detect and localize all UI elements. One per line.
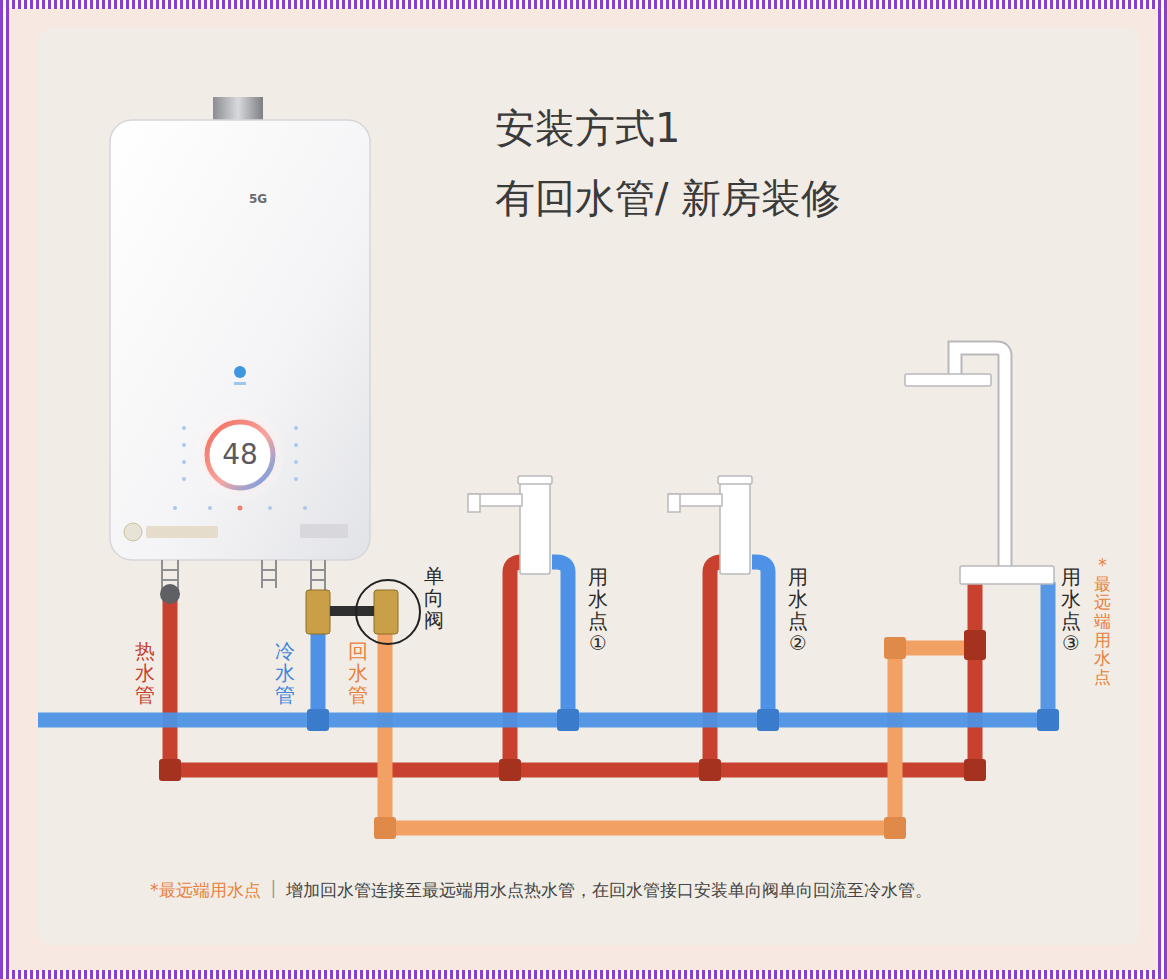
subtitle: 有回水管/ 新房装修: [495, 174, 841, 222]
pipe-label: 回水管: [348, 640, 368, 706]
outlet-label: 用水点①: [588, 566, 608, 654]
title: 安装方式1: [495, 104, 680, 152]
outlet-label: 用水点③: [1061, 566, 1081, 654]
separator: |: [271, 878, 277, 898]
water-heater: 5G 48: [110, 120, 370, 560]
display-number: 48: [210, 438, 270, 472]
pipe-label: 冷水管: [275, 640, 295, 706]
note-label: *最远端用水点: [150, 880, 261, 900]
valve-label: 单向阀: [424, 565, 444, 631]
note-label: *最远端用水点: [1094, 556, 1111, 687]
caption: 增加回水管连接至最远端用水点热水管，在回水管接口安装单向阀单向回流至冷水管。: [286, 880, 932, 900]
brand-mark: 5G: [238, 192, 278, 206]
outlet-label: 用水点②: [788, 566, 808, 654]
pipe-label: 热水管: [135, 640, 155, 706]
